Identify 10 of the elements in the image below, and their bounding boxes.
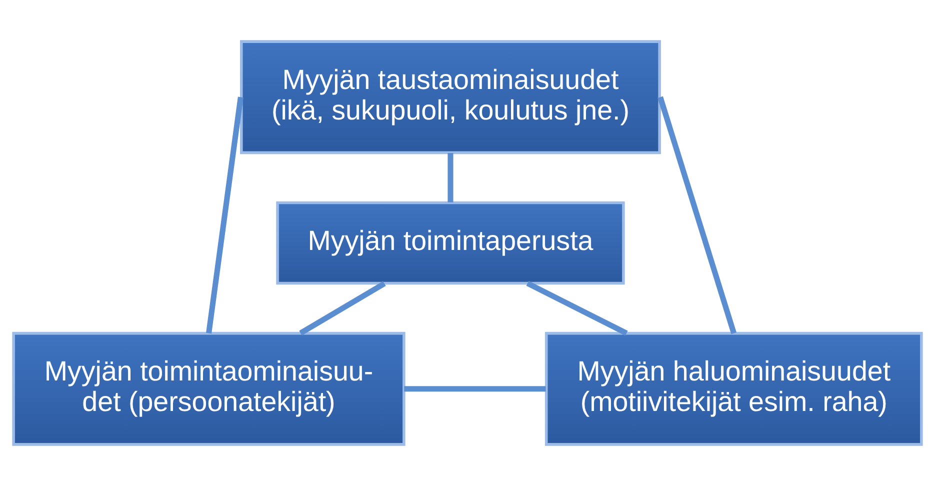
connector (526, 280, 628, 336)
node-box: Myyjän haluominaisuudet (motiivitekijät esim. raha) (544, 331, 923, 446)
node-box: Myyjän toimintaperusta (276, 200, 625, 284)
connector (206, 96, 244, 334)
connector (299, 280, 386, 336)
node-box: Myyjän toimintaominaisuu- det (persoonatekijät) (12, 331, 406, 446)
connector (448, 152, 454, 202)
node-box: Myyjän taustaominaisuudet (ikä, sukupuoli, koulutus jne.) (240, 40, 661, 154)
connector (658, 96, 737, 334)
connector (404, 386, 546, 392)
